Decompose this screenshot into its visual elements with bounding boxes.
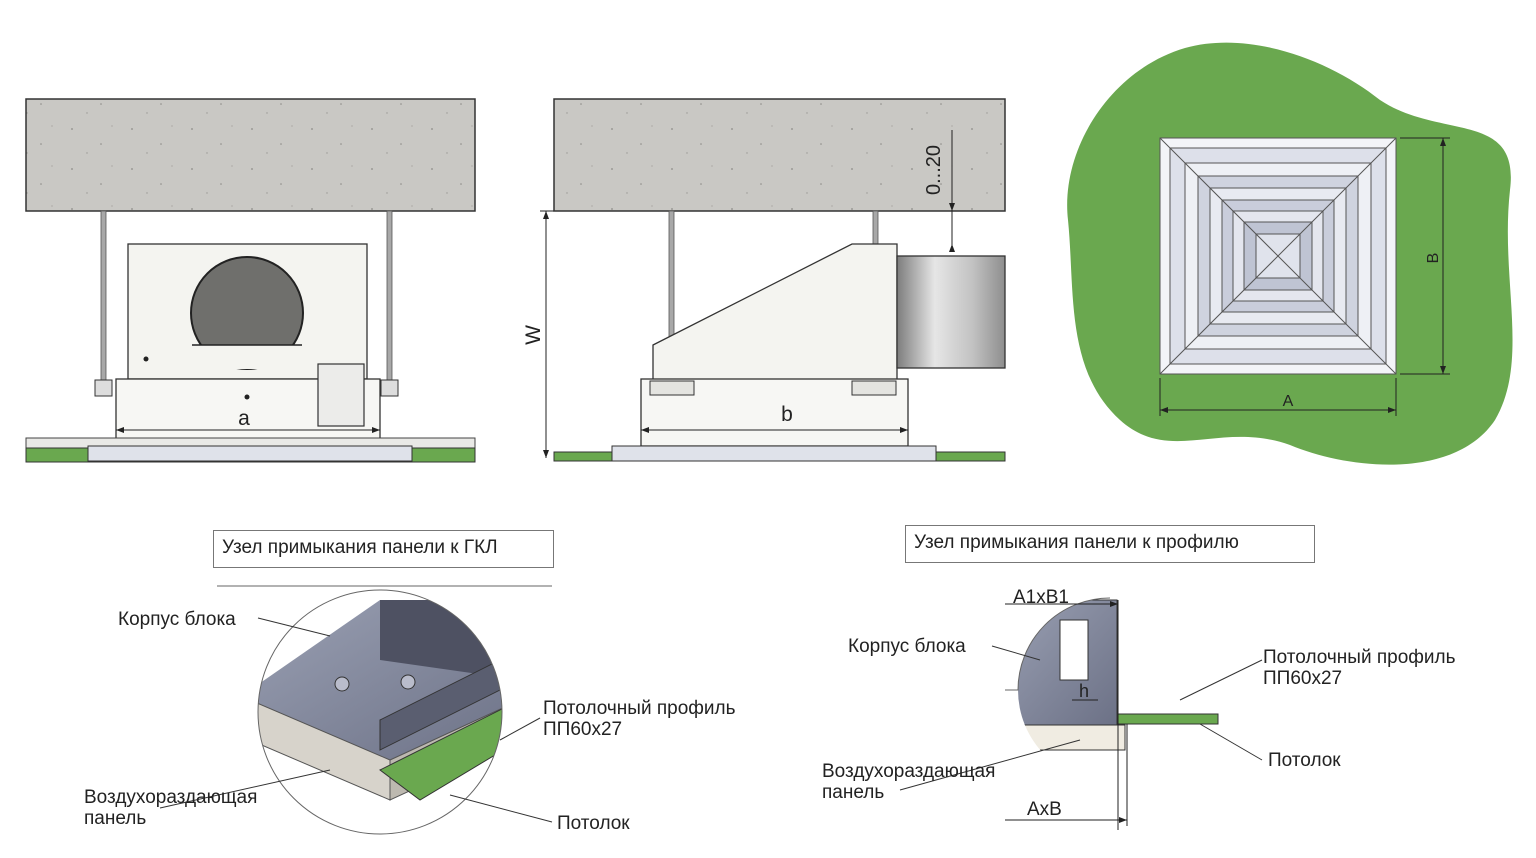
dim-a1b1-label: A1xB1 [1013,587,1069,608]
duct-spigot [896,255,1006,369]
label-panel-left-1: Воздухораздающая [84,787,257,808]
dim-b-label: b [781,403,793,426]
label-panel-right-1: Воздухораздающая [822,761,995,782]
hanger-rod [100,210,107,382]
label-body-right: Корпус блока [848,636,966,657]
label-panel-right-2: панель [822,782,884,803]
dim-h-label: h [1079,681,1089,701]
side-view [540,98,1006,462]
label-panel-left-2: панель [84,808,146,829]
hanger-rod [386,210,393,382]
dim-axb-label: AxB [1027,799,1062,820]
dim-a-label: a [238,407,250,430]
label-ceiling-right: Потолок [1268,750,1341,771]
front-view [25,98,476,463]
top-view [1067,42,1513,465]
label-profile-left-1: Потолочный профиль [543,698,736,719]
detail-left-title: Узел примыкания панели к ГКЛ [213,530,554,568]
concrete-slab [553,98,1006,212]
label-profile-right-2: ПП60х27 [1263,668,1342,689]
dim-gap-label: 0...20 [923,145,945,195]
detail-left [159,585,553,835]
concrete-slab [25,98,476,212]
air-panel [87,445,413,462]
detail-right-title: Узел примыкания панели к профилю [905,525,1315,563]
label-profile-left-2: ПП60х27 [543,719,622,740]
control-box [317,363,365,427]
dim-b-top-label: B [1425,253,1442,264]
label-ceiling-left: Потолок [557,813,630,834]
detail-right [899,597,1263,830]
ceiling-strip [1117,713,1219,725]
dim-a-top-label: A [1283,393,1294,410]
diffuser-face [1159,137,1397,375]
plenum-side [652,243,898,381]
dim-w-label: W [522,325,545,345]
air-panel [611,445,937,462]
label-body-left: Корпус блока [118,609,236,630]
label-profile-right-1: Потолочный профиль [1263,647,1456,668]
